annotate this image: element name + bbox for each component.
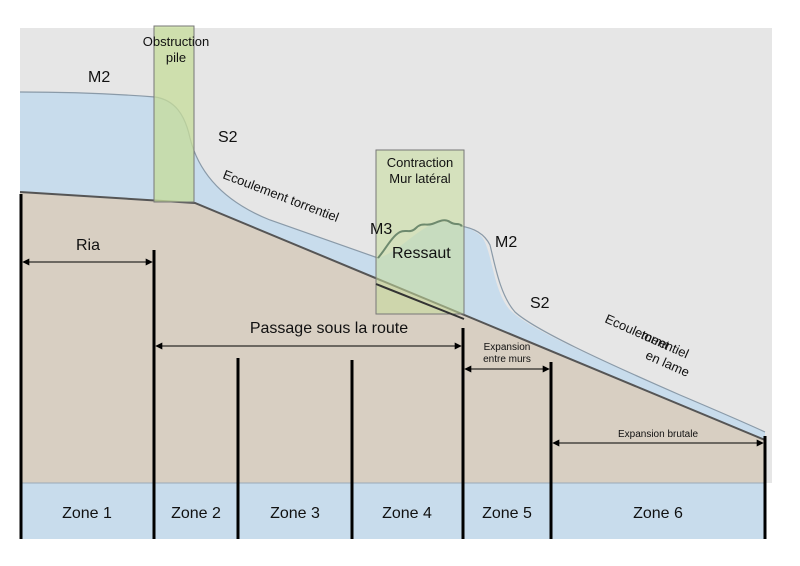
zone-label: Zone 1: [62, 505, 112, 522]
expansion-murs-label-line1: Expansion: [484, 342, 531, 353]
s2-right-label: S2: [530, 295, 550, 312]
obstruction-label-line2: pile: [166, 50, 186, 65]
contraction-label-line2: Mur latéral: [389, 171, 451, 186]
zone-label: Zone 2: [171, 505, 221, 522]
water-surface-line-right: [459, 225, 766, 433]
expansion-murs-label-line2: entre murs: [483, 354, 531, 365]
contraction-wall: [375, 149, 465, 315]
obstruction-pile: [153, 25, 195, 203]
zone-label: Zone 6: [633, 505, 683, 522]
m2-left-label: M2: [88, 69, 110, 86]
s2-left-label: S2: [218, 129, 238, 146]
passage-label: Passage sous la route: [250, 320, 408, 337]
ria-label: Ria: [76, 237, 100, 254]
m3-label: M3: [370, 221, 392, 238]
expansion-brutale-label: Expansion brutale: [618, 429, 698, 440]
zone-label: Zone 4: [382, 505, 432, 522]
m2-right-label: M2: [495, 234, 517, 251]
zone-label: Zone 5: [482, 505, 532, 522]
obstruction-label-line1: Obstruction: [143, 34, 209, 49]
bed-line: [19, 191, 766, 441]
zone-label: Zone 3: [270, 505, 320, 522]
hydraulic-jump-surface: [377, 219, 463, 259]
contraction-bed-line: [375, 283, 465, 320]
contraction-label-line1: Contraction: [387, 155, 453, 170]
ressaut-label: Ressaut: [392, 245, 451, 262]
channel-bed: [20, 192, 765, 483]
zone-band: [20, 483, 765, 539]
